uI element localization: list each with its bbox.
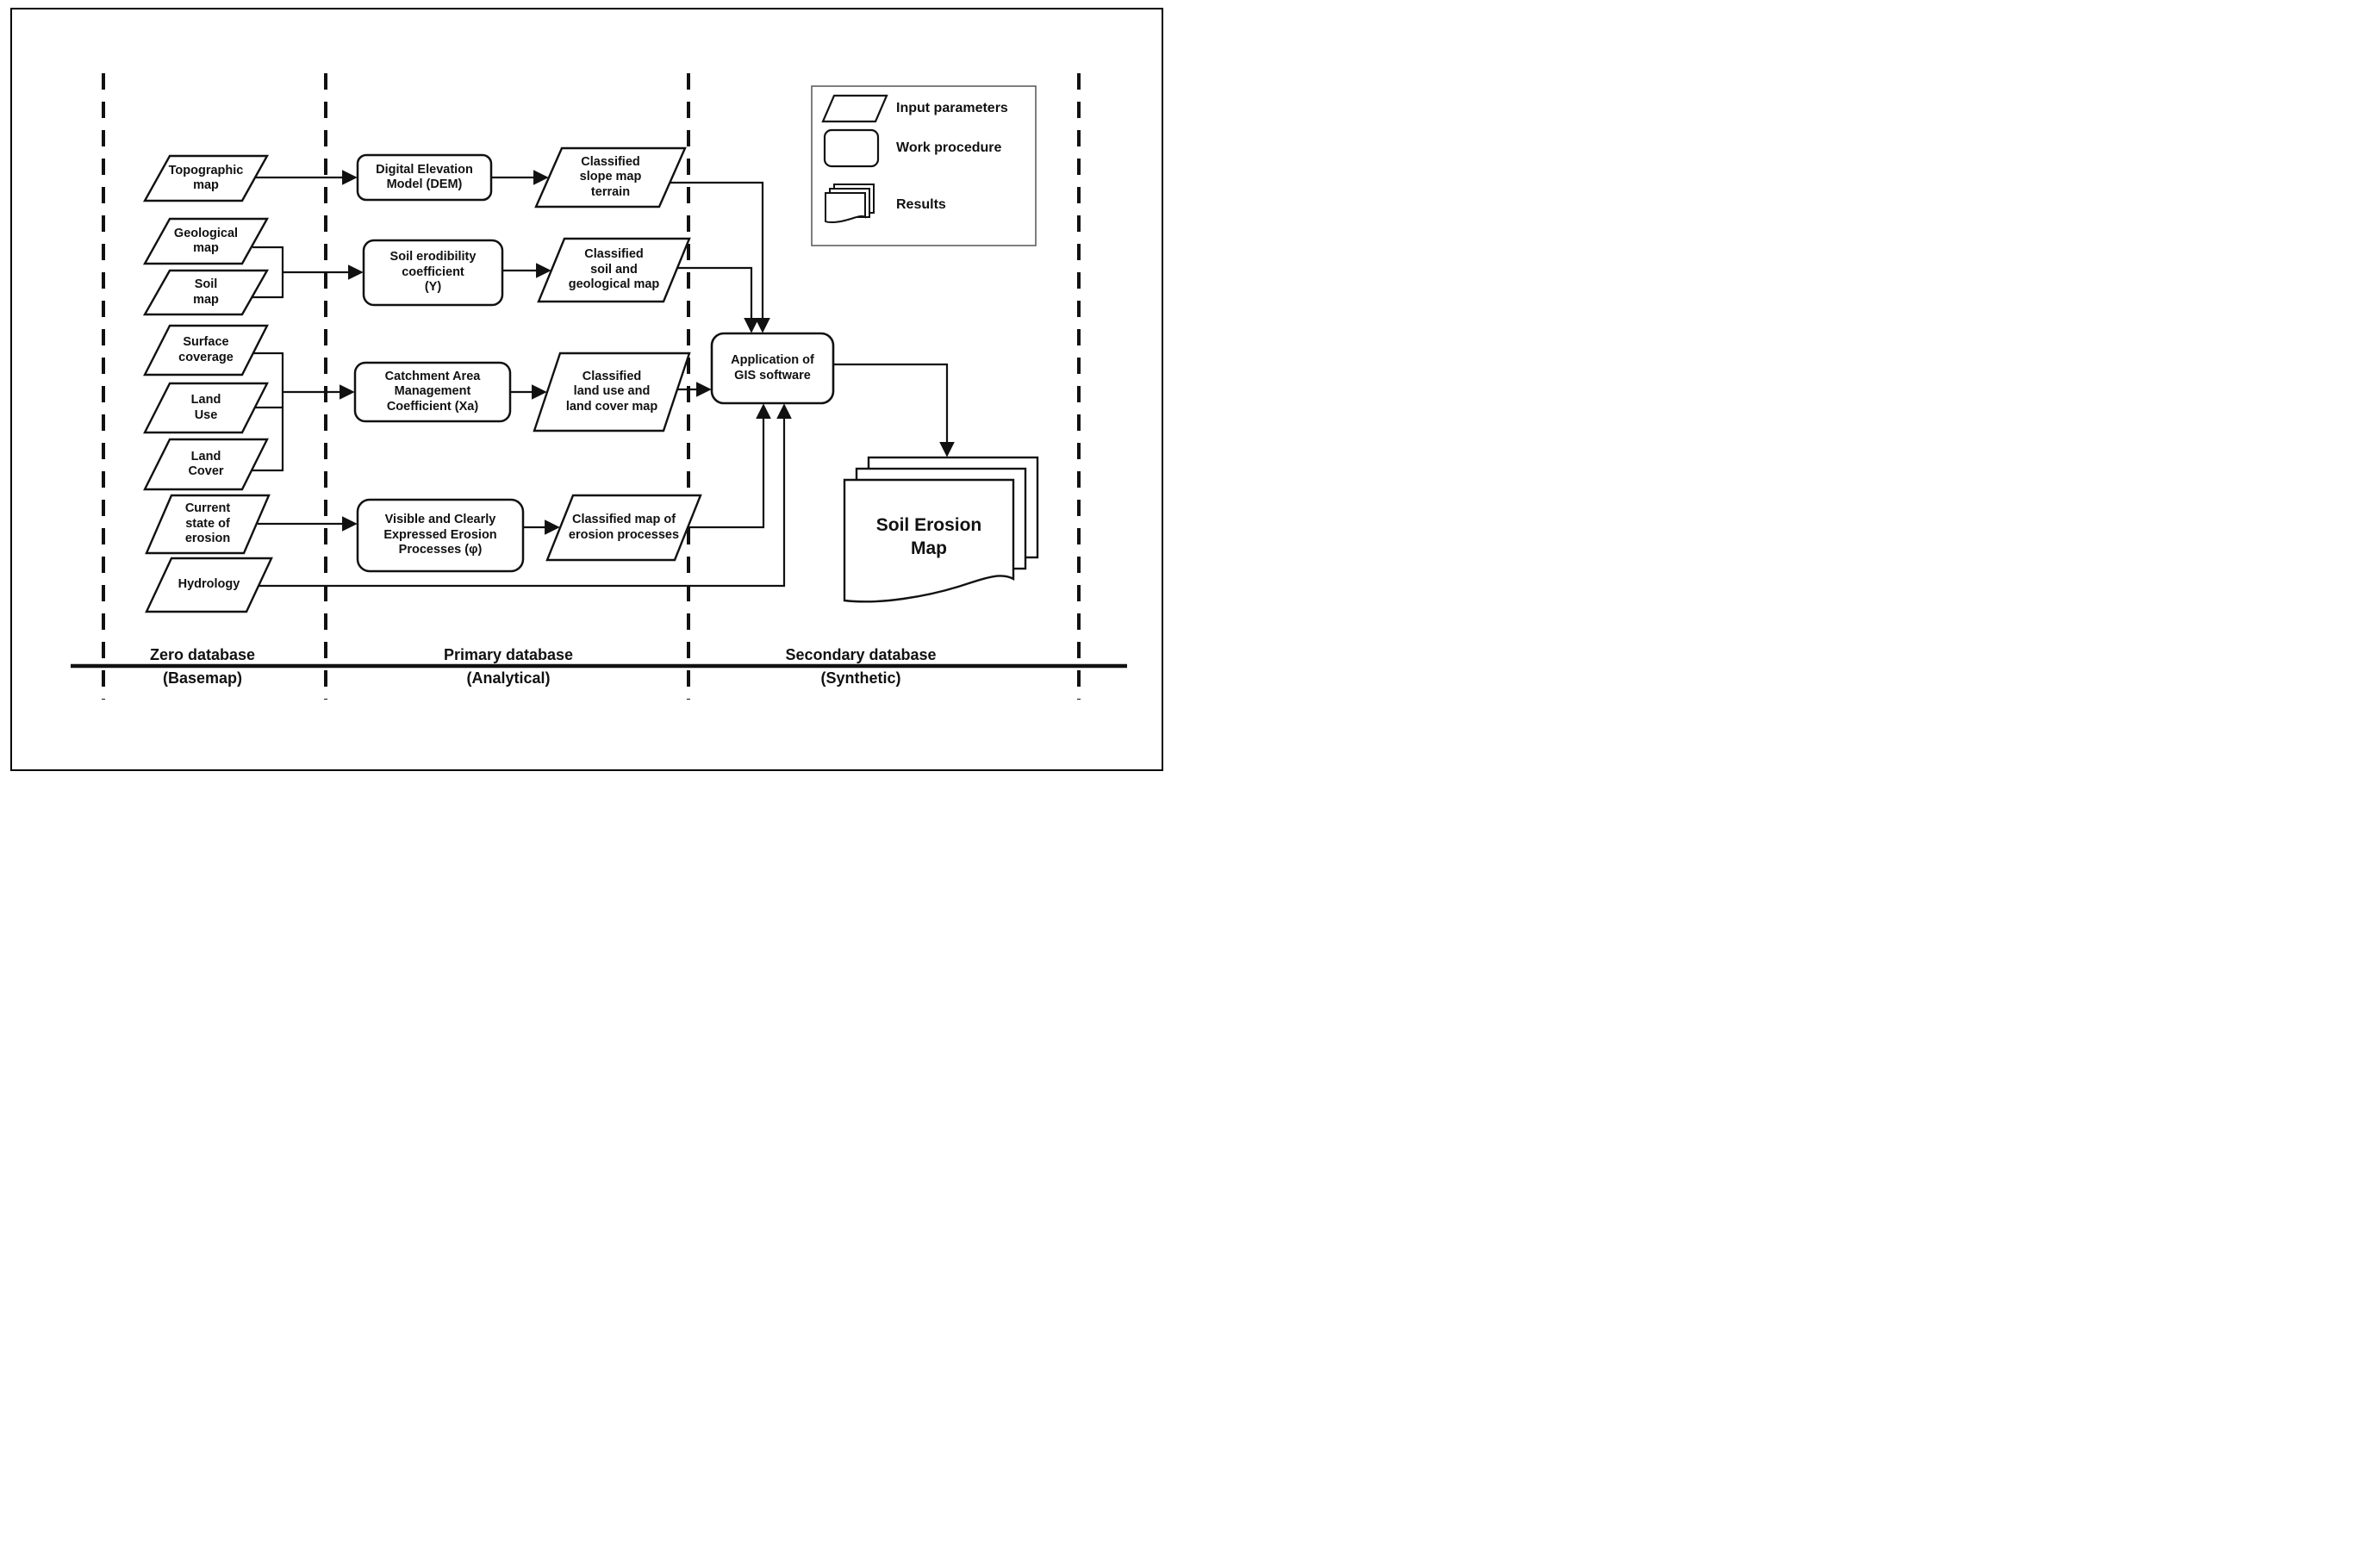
- soil-erosion-flowchart: Topographic map Geological map Soil map …: [0, 0, 1177, 784]
- gis-software-box: [710, 332, 835, 405]
- arrow-gis-to-soil-erosion-map: [833, 363, 955, 457]
- classified-land-use-cover-map-shape: [533, 352, 691, 432]
- input-parallelogram-icon: [821, 94, 888, 123]
- arrow-classified-erosion-to-gis: [688, 403, 771, 529]
- surface-coverage-shape: [143, 324, 269, 376]
- topographic-map-shape: [142, 154, 270, 202]
- current-state-of-erosion-shape: [145, 494, 271, 555]
- classified-slope-map-shape: [534, 146, 687, 208]
- catchment-coefficient-box: [353, 361, 512, 423]
- classified-soil-geological-map-shape: [537, 237, 691, 303]
- diagram-shapes-layer: [71, 73, 1127, 700]
- results-stacked-documents-icon: [825, 184, 875, 224]
- arrow-classified-soil-geo-to-gis: [677, 266, 759, 333]
- arrow-classified-slope-to-gis: [670, 181, 770, 333]
- land-use-shape: [143, 382, 269, 434]
- legend-doc-front: [825, 192, 866, 224]
- legend: [811, 85, 1037, 246]
- soil-erosion-map-stack: [843, 456, 1039, 603]
- soil-map-shape: [142, 269, 270, 316]
- dem-box: [356, 153, 493, 202]
- hydrology-shape: [145, 557, 273, 613]
- geological-map-shape: [142, 217, 270, 265]
- stack-front-page: [843, 478, 1015, 603]
- land-cover-shape: [143, 438, 269, 491]
- classified-erosion-processes-map-shape: [545, 494, 702, 562]
- procedure-rounded-rect-icon: [823, 128, 880, 168]
- soil-erodibility-box: [362, 239, 504, 307]
- zone-dashed-separators: [102, 73, 1081, 700]
- visible-erosion-box: [356, 498, 525, 573]
- arrow-hydrology-to-gis: [259, 403, 792, 588]
- outer-border: [10, 8, 1163, 771]
